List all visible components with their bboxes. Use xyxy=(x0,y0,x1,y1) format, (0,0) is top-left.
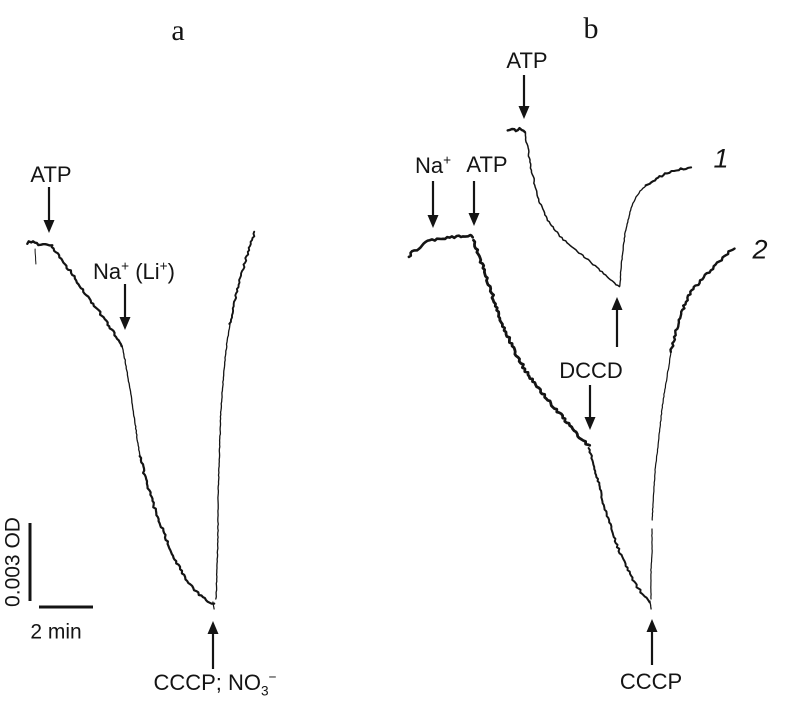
dccd-label: DCCD xyxy=(559,360,623,382)
atp-label-a: ATP xyxy=(30,164,71,186)
trace-2-seg-4 xyxy=(650,528,653,600)
na-li-label-text-4: ) xyxy=(167,259,175,284)
na-label-b-text-1: + xyxy=(443,152,452,168)
trace-a-seg-5 xyxy=(212,601,215,610)
trace-1-seg-2 xyxy=(619,185,647,287)
atp-label-b2-text-0: ATP xyxy=(466,152,508,177)
panel-letter-a: a xyxy=(171,14,185,47)
trace-2-seg-2 xyxy=(587,447,651,604)
trace-a-seg-2 xyxy=(50,246,123,348)
cccp-no3-label-text-0: CCCP; NO xyxy=(153,670,262,695)
trace-a-seg-4 xyxy=(138,455,216,605)
od-scale-label: 0.003 OD xyxy=(1,517,25,607)
trace-a-seg-0 xyxy=(26,240,54,247)
trace-number-1: 1 xyxy=(713,143,729,174)
na-li-label-arrow-head xyxy=(119,317,131,330)
na-label-b: Na+ xyxy=(414,152,452,178)
trace-a-seg-6 xyxy=(215,323,231,600)
cccp-label-b-arrow-head xyxy=(646,619,658,632)
trace-a-seg-1 xyxy=(34,248,37,265)
cccp-no3-label-text-2: − xyxy=(268,669,277,685)
trace-a-seg-7 xyxy=(228,230,256,325)
trace-2-seg-5 xyxy=(651,351,672,521)
na-li-label-text-3: + xyxy=(159,258,168,274)
trace-number-1-text-0: 1 xyxy=(713,143,729,174)
atp-label-b1-arrow-head xyxy=(518,106,530,119)
na-label-b-arrow-head xyxy=(427,215,439,228)
cccp-no3-label: CCCP; NO3− xyxy=(153,669,277,697)
atp-label-b2: ATP xyxy=(466,154,507,176)
na-li-label-text-1: + xyxy=(121,258,130,274)
atp-label-b1: ATP xyxy=(506,50,547,72)
cccp-no3-label-arrow-head xyxy=(207,621,219,634)
trace-2-seg-6 xyxy=(669,247,736,354)
na-li-label-text-0: Na xyxy=(93,259,122,284)
dccd-label-text-0: DCCD xyxy=(559,358,623,383)
atp-label-a-text-0: ATP xyxy=(30,162,72,187)
time-scale-label: 2 min xyxy=(30,620,82,644)
trace-1-seg-1 xyxy=(524,132,621,288)
trace-1-seg-0 xyxy=(506,126,527,134)
time-scale-bar xyxy=(39,605,93,609)
atp-label-b1-text-0: ATP xyxy=(506,48,548,73)
na-label-b-text-0: Na xyxy=(414,153,444,178)
trace-1-seg-3 xyxy=(644,166,693,187)
cccp-label-b-text-0: CCCP xyxy=(619,669,683,694)
atp-label-b2-arrow-head xyxy=(468,213,480,226)
trace-2-seg-3 xyxy=(649,600,652,610)
trace1-recovery-arrow-arrow-head xyxy=(611,297,623,310)
trace-2-seg-1 xyxy=(472,238,592,447)
od-scale-bar xyxy=(28,523,32,601)
cccp-label-b: CCCP xyxy=(620,671,682,693)
trace-number-2: 2 xyxy=(752,234,768,265)
atp-label-a-arrow-head xyxy=(43,220,55,233)
trace-number-2-text-0: 2 xyxy=(752,234,768,265)
trace-2-seg-0 xyxy=(407,233,474,259)
dccd-label-arrow-head xyxy=(584,417,596,430)
cccp-no3-label-text-1: 3 xyxy=(261,683,269,699)
panel-letter-b: b xyxy=(583,12,599,45)
trace-a-seg-3 xyxy=(121,345,141,457)
na-li-label: Na+ (Li+) xyxy=(93,258,175,284)
na-li-label-text-2: (Li xyxy=(129,259,160,284)
